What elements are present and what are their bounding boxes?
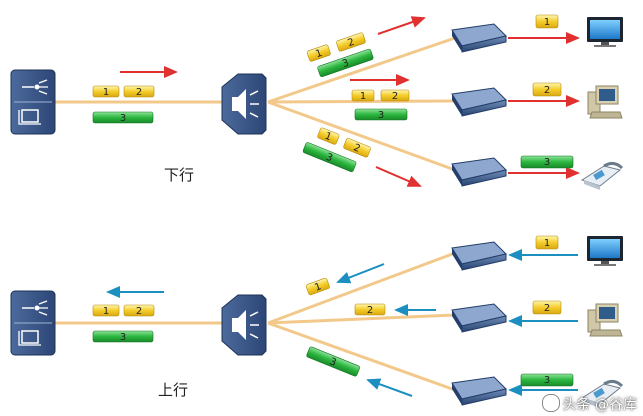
up-branch3-arrow <box>366 378 413 397</box>
svg-text:3: 3 <box>544 157 550 168</box>
up-onu-2-icon <box>451 303 507 333</box>
up-onu-3-icon <box>451 376 507 406</box>
svg-text:2: 2 <box>544 303 550 314</box>
branch3-packet-1: 1 <box>317 127 340 145</box>
up-desktop-computer-icon <box>587 303 623 337</box>
branch1-packet-1: 1 <box>306 44 331 62</box>
svg-text:1: 1 <box>313 281 323 294</box>
svg-text:1: 1 <box>103 87 109 98</box>
source-packet-1: 1 <box>535 235 559 250</box>
branch-fiber-1 <box>267 36 456 104</box>
svg-text:1: 1 <box>544 17 550 28</box>
svg-text:3: 3 <box>378 110 384 121</box>
delivered-packet-2: 2 <box>532 82 562 97</box>
branch2-packet-1: 1 <box>351 89 375 102</box>
source-packet-2: 2 <box>532 300 562 315</box>
svg-text:3: 3 <box>120 332 126 343</box>
svg-text:2: 2 <box>136 306 142 317</box>
olt-packet-1: 1 <box>92 85 120 98</box>
watermark-text: 头条 @谷库 <box>562 397 637 413</box>
onu-1-icon <box>451 23 507 53</box>
branch1-packet-2: 2 <box>336 32 366 52</box>
branch1-arrow <box>377 16 426 35</box>
svg-text:3: 3 <box>120 113 126 124</box>
branch3-packet-3: 3 <box>302 142 357 173</box>
branch2-packet-2: 2 <box>380 89 410 102</box>
downstream-section: 1 2 3 1 2 3 <box>10 14 624 190</box>
up-telephone-icon <box>580 379 624 408</box>
monitor-icon <box>587 17 623 47</box>
up-branch-fiber-1 <box>267 251 456 325</box>
branch-fiber-2 <box>267 99 456 104</box>
up-olt-packet-3: 3 <box>92 330 154 343</box>
upstream-label: 上行 <box>158 381 188 399</box>
up-branch2-packet: 2 <box>354 303 386 316</box>
svg-text:1: 1 <box>544 238 550 249</box>
up-onu-1-icon <box>451 241 507 271</box>
svg-text:2: 2 <box>136 87 142 98</box>
svg-text:3: 3 <box>544 375 550 386</box>
branch2-packet-3: 3 <box>354 108 408 121</box>
svg-text:2: 2 <box>346 37 356 49</box>
olt-packet-2: 2 <box>123 85 155 98</box>
onu-2-icon <box>451 87 507 117</box>
upstream-section: 1 2 3 1 2 3 <box>10 235 624 408</box>
up-olt-packet-2: 2 <box>123 304 155 317</box>
svg-text:2: 2 <box>352 142 362 155</box>
delivered-packet-1: 1 <box>535 14 559 29</box>
up-branch3-packet: 3 <box>306 346 360 377</box>
onu-3-icon <box>451 157 507 187</box>
up-olt-packet-1: 1 <box>92 304 120 317</box>
olt-packet-3: 3 <box>92 111 154 124</box>
up-branch1-packet: 1 <box>305 277 330 296</box>
telephone-icon <box>580 161 624 190</box>
svg-text:3: 3 <box>324 152 334 165</box>
up-monitor-icon <box>587 236 623 266</box>
delivered-packet-3: 3 <box>520 155 574 169</box>
svg-text:1: 1 <box>323 131 333 144</box>
up-splitter-icon <box>221 294 267 356</box>
watermark-logo-icon <box>541 394 560 412</box>
branch1-packet-3: 3 <box>317 48 374 77</box>
source-packet-3: 3 <box>520 373 574 387</box>
olt-device-icon <box>10 69 56 135</box>
svg-text:1: 1 <box>314 48 324 60</box>
downstream-label: 下行 <box>164 166 194 184</box>
up-branch1-arrow <box>336 263 385 284</box>
up-branch-fiber-3 <box>267 321 456 392</box>
svg-text:1: 1 <box>103 306 109 317</box>
branch3-arrow <box>375 166 422 187</box>
splitter-icon <box>221 73 267 135</box>
svg-text:1: 1 <box>360 91 366 102</box>
svg-text:2: 2 <box>392 91 398 102</box>
svg-text:2: 2 <box>367 305 373 316</box>
up-branch-fiber-2 <box>267 313 456 325</box>
branch3-packet-2: 2 <box>343 138 371 158</box>
svg-text:2: 2 <box>544 85 550 96</box>
desktop-computer-icon <box>587 85 623 119</box>
svg-text:3: 3 <box>328 356 338 369</box>
branch-fiber-3 <box>267 100 456 172</box>
up-olt-device-icon <box>10 290 56 356</box>
watermark: 头条 @谷库 <box>541 394 637 414</box>
svg-text:3: 3 <box>341 58 351 70</box>
